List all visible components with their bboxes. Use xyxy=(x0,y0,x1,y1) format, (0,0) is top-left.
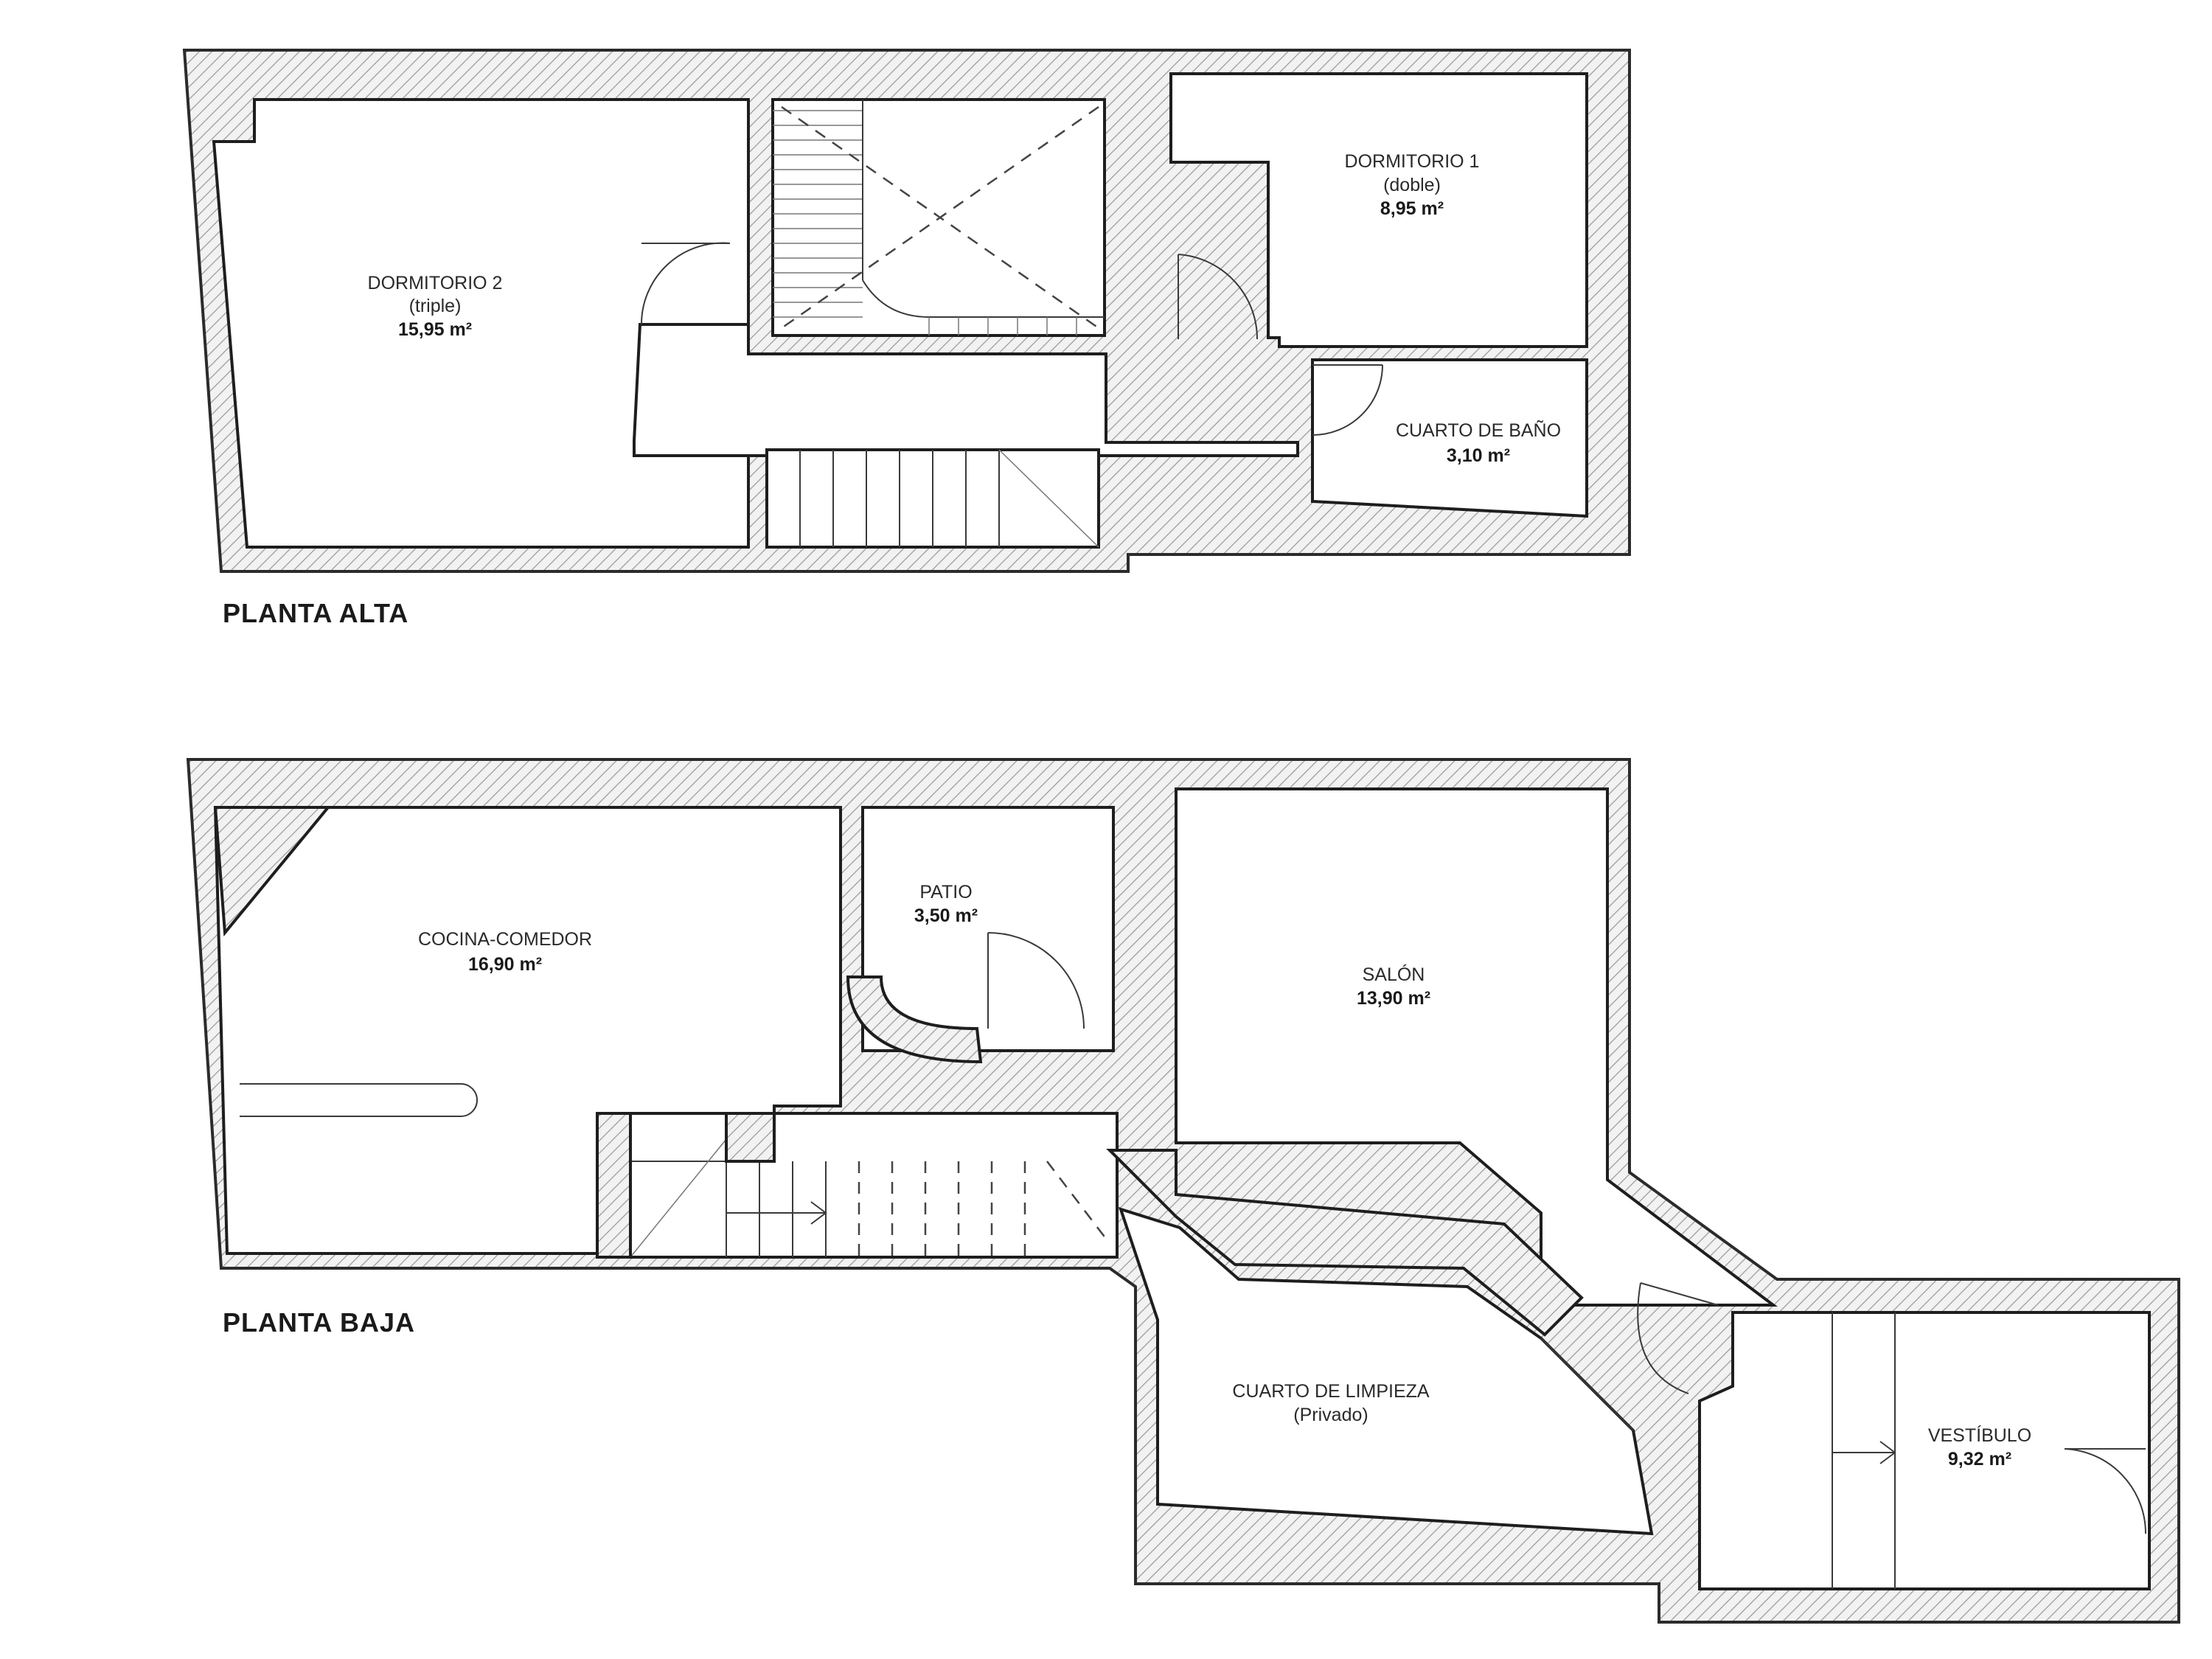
room-label: VESTÍBULO xyxy=(1928,1425,2031,1446)
room-vestibulo xyxy=(1698,1311,2151,1590)
stair-newel xyxy=(725,1112,776,1163)
room-area: 16,90 m² xyxy=(468,954,542,975)
room-sub-label: (triple) xyxy=(409,296,462,316)
door-entrada xyxy=(2064,1448,2147,1534)
room-label: DORMITORIO 1 xyxy=(1345,151,1480,172)
floor-title: PLANTA BAJA xyxy=(223,1307,415,1338)
room-area: 13,90 m² xyxy=(1357,988,1430,1009)
upper-corridor xyxy=(633,323,1299,457)
room-label: COCINA-COMEDOR xyxy=(418,929,592,950)
stair-treads-upper xyxy=(773,100,1105,335)
stair-wall-left xyxy=(596,1112,632,1259)
room-label: DORMITORIO 2 xyxy=(368,273,503,293)
vestibulo-steps xyxy=(1832,1312,1896,1589)
floor-title: PLANTA ALTA xyxy=(223,598,408,628)
door-dormitorio-2 xyxy=(640,242,731,325)
room-area: 3,50 m² xyxy=(914,905,978,926)
room-label: CUARTO DE LIMPIEZA xyxy=(1232,1381,1430,1402)
counter xyxy=(240,1083,478,1117)
void-cross-b xyxy=(781,105,1099,330)
room-label: SALÓN xyxy=(1363,964,1425,985)
door-bano xyxy=(1312,364,1383,436)
corner-chamfer xyxy=(213,806,332,937)
room-area: 15,95 m² xyxy=(398,319,472,340)
upper-floor-plan: DORMITORIO 2 (triple) 15,95 m² DORMITORI… xyxy=(182,49,1631,628)
door-patio xyxy=(987,932,1085,1029)
stair-flight-ground xyxy=(629,1112,1119,1259)
room-cuarto-bano xyxy=(1311,358,1588,518)
room-dormitorio-1 xyxy=(1169,72,1588,348)
limpieza-door xyxy=(1540,1338,1634,1431)
patio-curved-wall xyxy=(846,975,983,1064)
stair-steps-ground xyxy=(630,1138,1107,1258)
ground-floor-plan: COCINA-COMEDOR 16,90 m² PATIO 3,50 m² SA… xyxy=(186,758,2180,1624)
room-sub-label: (Privado) xyxy=(1293,1405,1368,1425)
stair-steps-upper xyxy=(799,449,1099,548)
door-salon-vestibulo xyxy=(1637,1282,1719,1394)
room-area: 3,10 m² xyxy=(1447,445,1510,466)
room-sub-label: (doble) xyxy=(1383,175,1441,195)
door-dormitorio-1 xyxy=(1178,254,1259,340)
limpieza-diagonal-wall xyxy=(1106,1149,1584,1337)
room-dormitorio-2 xyxy=(212,98,750,549)
room-label: PATIO xyxy=(919,882,972,902)
room-area: 8,95 m² xyxy=(1380,198,1444,219)
room-label: CUARTO DE BAÑO xyxy=(1396,420,1561,441)
room-area: 9,32 m² xyxy=(1948,1449,2011,1470)
